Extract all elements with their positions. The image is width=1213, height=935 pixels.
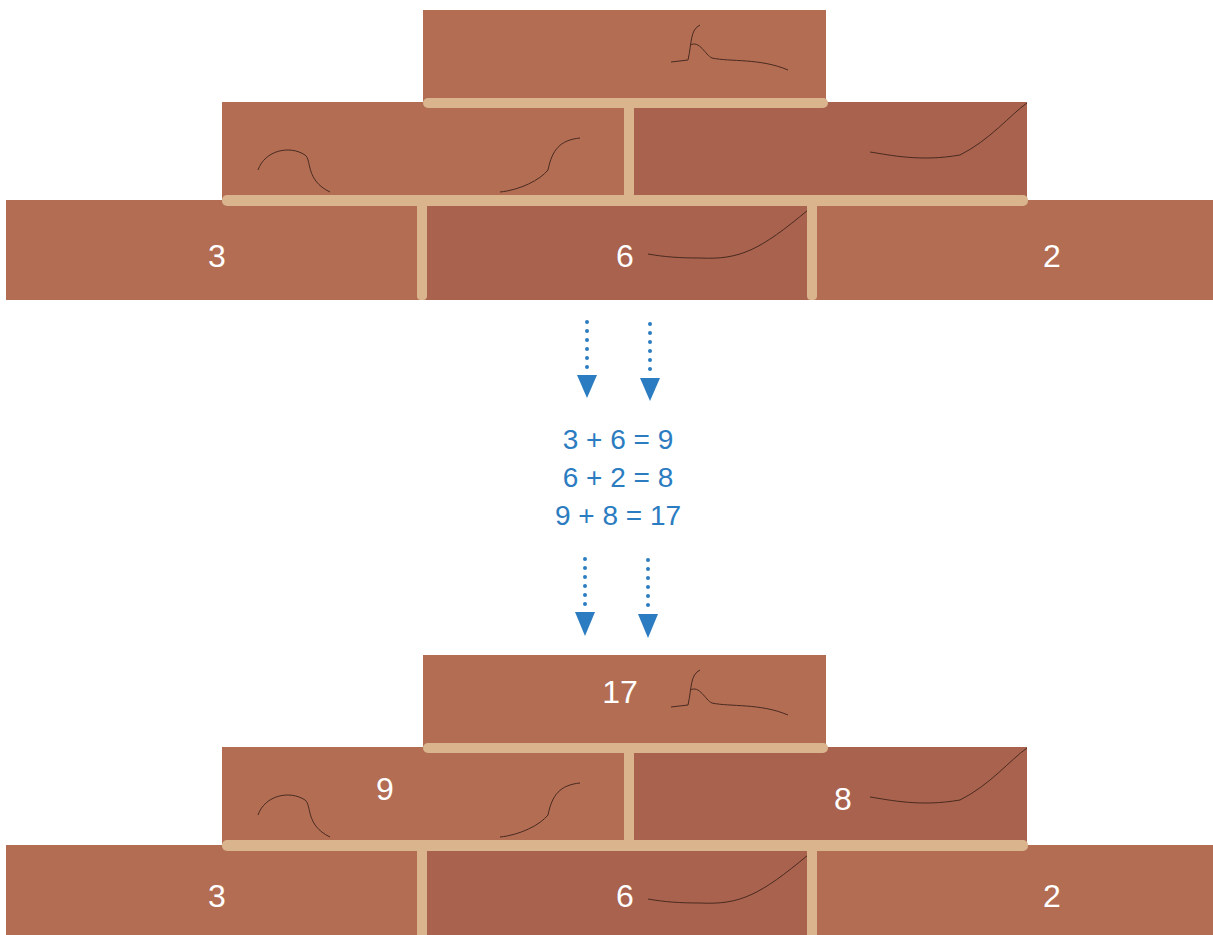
brick: 8 — [629, 747, 1027, 842]
brick: 2 — [812, 845, 1213, 935]
brick-number: 8 — [834, 782, 852, 817]
brick: 6 — [422, 200, 812, 300]
equation-list: 3 + 6 = 96 + 2 = 89 + 8 = 17 — [480, 421, 756, 535]
brick: 6 — [422, 845, 812, 935]
brick-wall — [6, 10, 1213, 310]
equation: 3 + 6 = 9 — [480, 421, 756, 459]
brick-number: 3 — [208, 879, 226, 914]
brick: 17 — [423, 655, 826, 747]
ground — [0, 300, 1213, 645]
ground — [0, 300, 1213, 645]
brick-number: 6 — [616, 239, 634, 274]
brick: 3 — [6, 200, 422, 300]
equation: 9 + 8 = 17 — [480, 497, 756, 535]
brick-number: 2 — [1043, 879, 1061, 914]
equation: 6 + 2 = 8 — [480, 459, 756, 497]
brick: 3 — [6, 845, 422, 935]
brick-number: 9 — [376, 772, 394, 807]
brick-number: 3 — [208, 239, 226, 274]
brick-wall — [6, 655, 1213, 935]
brick-number: 6 — [616, 879, 634, 914]
brick-number: 2 — [1043, 239, 1061, 274]
brick-number: 17 — [602, 675, 638, 710]
brick: 2 — [812, 200, 1213, 300]
brick: 9 — [222, 747, 629, 842]
